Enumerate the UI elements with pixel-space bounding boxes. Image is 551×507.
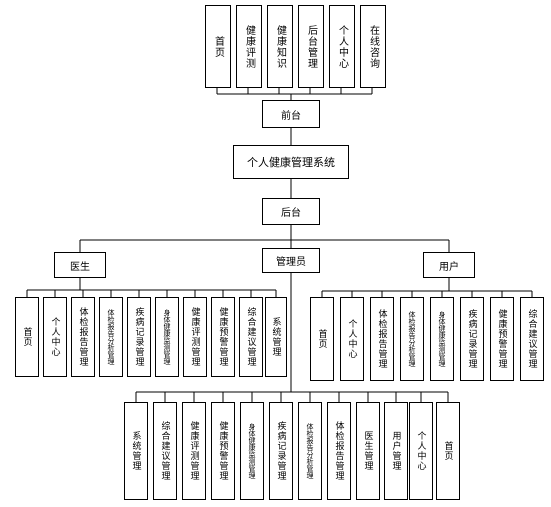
doctor-module-exam-analysis: 体检报告分析管理 <box>99 297 123 377</box>
admin-module-advice-label: 综合建议管理 <box>159 421 170 481</box>
front-module-online-consult-label: 在线咨询 <box>367 24 379 69</box>
admin-module-health-monitoring: 身体健康监测管理 <box>240 402 264 500</box>
admin-module-doctor-label: 医生管理 <box>362 431 373 471</box>
admin-module-disease-record-label: 疾病记录管理 <box>275 421 286 481</box>
backend-node-label: 后台 <box>281 208 301 219</box>
admin-module-exam-analysis: 体检报告分析管理 <box>298 402 322 500</box>
doctor-module-home-label: 首页 <box>21 327 32 347</box>
doctor-module-system: 系统管理 <box>265 297 287 377</box>
admin-module-personal-center: 个人中心 <box>409 402 433 500</box>
user-node-label: 用户 <box>439 261 459 273</box>
admin-module-system: 系统管理 <box>124 402 148 500</box>
doctor-module-home: 首页 <box>15 297 39 377</box>
admin-node-label: 管理员 <box>276 257 306 268</box>
user-module-advice: 综合建议管理 <box>520 297 544 381</box>
doctor-module-system-label: 系统管理 <box>270 317 281 357</box>
user-module-exam-analysis-label: 体检报告分析管理 <box>408 311 416 367</box>
front-module-online-consult: 在线咨询 <box>360 5 386 88</box>
user-module-disease-record: 疾病记录管理 <box>460 297 484 381</box>
user-module-warning-label: 健康预警管理 <box>496 309 507 369</box>
user-module-personal-center: 个人中心 <box>340 297 364 381</box>
admin-module-disease-record: 疾病记录管理 <box>269 402 293 500</box>
user-module-advice-label: 综合建议管理 <box>526 309 537 369</box>
root-node: 个人健康管理系统 <box>233 145 349 179</box>
user-module-warning: 健康预警管理 <box>490 297 514 381</box>
user-module-exam-report-label: 体检报告管理 <box>376 309 387 369</box>
admin-module-user-label: 用户管理 <box>390 431 401 471</box>
admin-module-home: 首页 <box>436 402 460 500</box>
admin-module-user: 用户管理 <box>384 402 408 500</box>
doctor-module-warning-label: 健康预警管理 <box>217 307 228 367</box>
doctor-node-label: 医生 <box>70 261 90 273</box>
frontend-node-label: 前台 <box>281 110 301 122</box>
front-module-health-knowledge: 健康知识 <box>267 5 293 88</box>
doctor-module-health-monitoring: 身体健康监测管理 <box>155 297 179 377</box>
admin-module-warning-label: 健康预警管理 <box>217 421 228 481</box>
doctor-module-health-monitoring-label: 身体健康监测管理 <box>163 309 171 365</box>
doctor-node: 医生 <box>54 252 106 278</box>
front-module-backend-admin-label: 后台管理 <box>305 24 317 69</box>
frontend-node: 前台 <box>262 100 320 128</box>
front-module-personal-center-label: 个人中心 <box>336 24 348 69</box>
admin-module-assessment: 健康评测管理 <box>182 402 206 500</box>
doctor-module-advice: 综合建议管理 <box>239 297 263 377</box>
front-module-health-knowledge-label: 健康知识 <box>274 24 286 69</box>
admin-module-advice: 综合建议管理 <box>153 402 177 500</box>
doctor-module-disease-record: 疾病记录管理 <box>127 297 151 377</box>
admin-module-exam-report: 体检报告管理 <box>327 402 351 500</box>
doctor-module-advice-label: 综合建议管理 <box>245 307 256 367</box>
user-module-personal-center-label: 个人中心 <box>346 319 357 359</box>
doctor-module-assessment-label: 健康评测管理 <box>189 307 200 367</box>
doctor-module-disease-record-label: 疾病记录管理 <box>133 307 144 367</box>
front-module-health-assessment-label: 健康评测 <box>243 24 255 69</box>
doctor-module-warning: 健康预警管理 <box>211 297 235 377</box>
admin-node: 管理员 <box>262 248 320 273</box>
user-module-home: 首页 <box>310 297 334 381</box>
front-module-personal-center: 个人中心 <box>329 5 355 88</box>
front-module-health-assessment: 健康评测 <box>236 5 262 88</box>
front-module-home: 首页 <box>205 5 231 88</box>
admin-module-personal-center-label: 个人中心 <box>415 431 426 471</box>
admin-module-exam-report-label: 体检报告管理 <box>333 421 344 481</box>
user-module-exam-analysis: 体检报告分析管理 <box>400 297 424 381</box>
doctor-module-exam-report-label: 体检报告管理 <box>77 307 88 367</box>
admin-module-warning: 健康预警管理 <box>211 402 235 500</box>
admin-module-home-label: 首页 <box>442 441 453 461</box>
doctor-module-exam-report: 体检报告管理 <box>71 297 95 377</box>
backend-node: 后台 <box>262 198 320 225</box>
user-module-disease-record-label: 疾病记录管理 <box>466 309 477 369</box>
front-module-backend-admin: 后台管理 <box>298 5 324 88</box>
doctor-module-exam-analysis-label: 体检报告分析管理 <box>107 309 115 365</box>
admin-module-health-monitoring-label: 身体健康监测管理 <box>248 423 256 479</box>
doctor-module-personal-center: 个人中心 <box>43 297 67 377</box>
admin-module-assessment-label: 健康评测管理 <box>188 421 199 481</box>
user-module-exam-report: 体检报告管理 <box>370 297 394 381</box>
user-module-health-monitoring: 身体健康监测管理 <box>430 297 454 381</box>
admin-module-system-label: 系统管理 <box>130 431 141 471</box>
doctor-module-personal-center-label: 个人中心 <box>49 317 60 357</box>
user-node: 用户 <box>423 252 475 278</box>
admin-module-doctor: 医生管理 <box>356 402 380 500</box>
root-node-label: 个人健康管理系统 <box>247 156 335 169</box>
front-module-home-label: 首页 <box>212 35 224 58</box>
user-module-health-monitoring-label: 身体健康监测管理 <box>438 311 446 367</box>
user-module-home-label: 首页 <box>316 329 327 349</box>
admin-module-exam-analysis-label: 体检报告分析管理 <box>306 423 314 479</box>
doctor-module-assessment: 健康评测管理 <box>183 297 207 377</box>
